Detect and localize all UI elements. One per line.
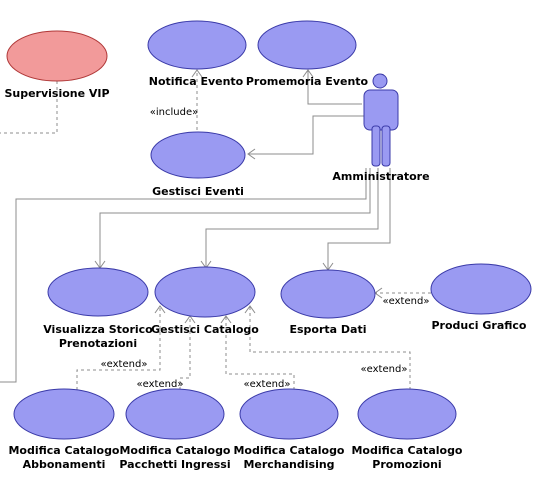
use-case-label: Gestisci Catalogo (151, 323, 259, 336)
actor-head (372, 73, 388, 89)
use-case-label: Modifica Catalogo (233, 444, 344, 457)
use-case-modifica-promozioni[interactable] (357, 388, 457, 440)
use-case-label: Modifica Catalogo (8, 444, 119, 457)
use-case-label: Promemoria Evento (246, 75, 369, 88)
extend-label-grafico: «extend» (383, 296, 430, 307)
use-case-visualizza-storico[interactable] (47, 267, 149, 317)
assoc-supervisione-vip (0, 168, 367, 383)
actor-label: Amministratore (332, 170, 429, 183)
use-case-label: Visualizza Storico (43, 323, 153, 336)
use-case-modifica-merchandising[interactable] (239, 388, 339, 440)
assoc-esporta-dati (327, 168, 391, 270)
actor-left-leg (371, 125, 381, 167)
use-case-modifica-abbonamenti[interactable] (13, 388, 115, 440)
use-case-label: Gestisci Eventi (152, 185, 244, 198)
use-case-produci-grafico[interactable] (430, 263, 532, 315)
arrowhead (302, 69, 314, 78)
assoc-visualizza-storico (99, 168, 371, 268)
actor-amministratore[interactable] (363, 73, 399, 167)
actor-right-leg (381, 125, 391, 167)
arrowhead (154, 305, 166, 314)
assoc-gestisci-catalogo (205, 168, 379, 268)
use-case-label: Supervisione VIP (4, 87, 109, 100)
include-label: «include» (150, 107, 198, 118)
use-case-supervisione-vip[interactable] (6, 30, 108, 82)
use-case-gestisci-eventi[interactable] (150, 131, 246, 179)
use-case-notifica-evento[interactable] (147, 20, 247, 70)
use-case-label: Modifica Catalogo (351, 444, 462, 457)
use-case-label: Esporta Dati (289, 323, 366, 336)
extend-label-promozioni: «extend» (361, 364, 408, 375)
use-case-label: Modifica Catalogo (119, 444, 230, 457)
use-case-gestisci-catalogo[interactable] (154, 266, 256, 318)
extend-label-merchandising: «extend» (244, 379, 291, 390)
actor-body (363, 89, 399, 131)
extend-dependency-merchandising (225, 316, 295, 390)
use-case-label: Prenotazioni (59, 337, 137, 350)
assoc-gestisci-eventi (248, 115, 364, 155)
supervisione-dependency (0, 81, 58, 134)
extend-dependency-pacchetti (179, 316, 191, 390)
use-case-label: Produci Grafico (432, 319, 527, 332)
use-case-label: Abbonamenti (23, 458, 106, 471)
extend-dependency-promozioni (249, 306, 411, 390)
arrowhead (220, 315, 232, 324)
use-case-promemoria-evento[interactable] (257, 20, 357, 70)
use-case-modifica-pacchetti[interactable] (125, 388, 225, 440)
arrowhead (244, 305, 256, 314)
extend-label-pacchetti: «extend» (137, 379, 184, 390)
arrowhead (191, 69, 203, 78)
arrowhead (247, 148, 256, 160)
use-case-label: Notifica Evento (149, 75, 244, 88)
extend-dependency-abbonamenti (76, 306, 161, 390)
use-case-label: Pacchetti Ingressi (119, 458, 230, 471)
use-case-label: Promozioni (372, 458, 441, 471)
assoc-promemoria-evento (307, 70, 362, 105)
use-case-label: Merchandising (243, 458, 334, 471)
extend-label-abbonamenti: «extend» (101, 359, 148, 370)
use-case-esporta-dati[interactable] (280, 269, 376, 319)
